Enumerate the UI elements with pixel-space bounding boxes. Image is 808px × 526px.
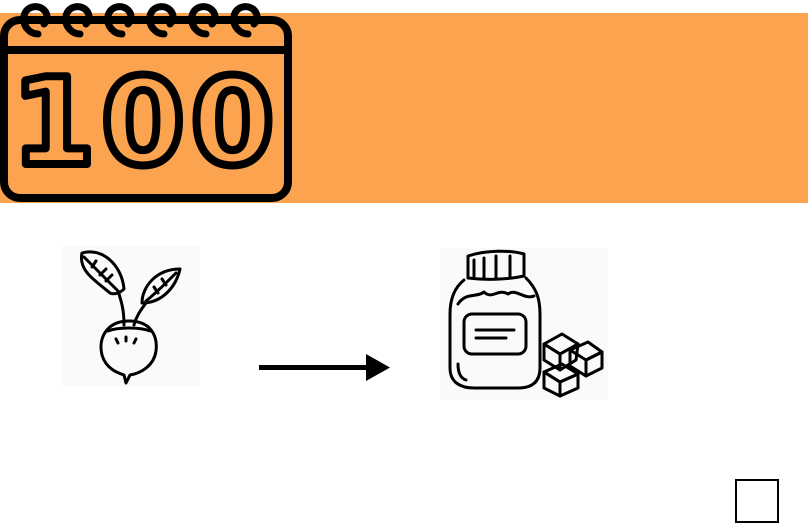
checkbox[interactable] — [735, 479, 779, 523]
calendar-number: 100 — [12, 54, 281, 193]
calendar-icon: 100 — [0, 3, 292, 202]
arrow-right-icon — [259, 354, 390, 381]
beet-icon — [62, 245, 200, 387]
jar-with-cubes-icon — [440, 248, 608, 400]
